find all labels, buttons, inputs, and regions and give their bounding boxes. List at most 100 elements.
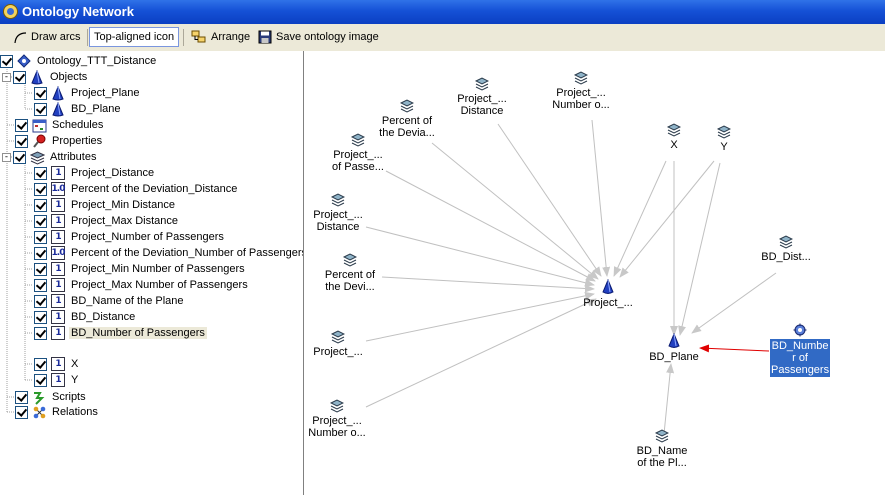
graph-node-label: Percent of the Devi...: [324, 269, 376, 293]
scripts-icon: [31, 389, 47, 405]
save-ontology-image-button[interactable]: Save ontology image: [254, 27, 383, 47]
graph-node-project-number-top[interactable]: Project_... Number o...: [550, 71, 612, 111]
collapse-toggle[interactable]: -: [2, 151, 11, 162]
tree-item-attribute[interactable]: 1 Project_Max Number of Passengers: [34, 277, 250, 293]
edge: [619, 160, 715, 278]
graph-node-label: Project_... Distance: [313, 209, 363, 233]
tree-item-attribute[interactable]: 1 BD_Name of the Plane: [34, 293, 186, 309]
graph-node-label: Project_...: [313, 346, 363, 358]
tree-item-attribute[interactable]: 1 Project_Number of Passengers: [34, 229, 226, 245]
attribute-checkbox[interactable]: [34, 326, 47, 340]
attribute-type-icon: 1.0: [50, 245, 66, 261]
top-aligned-icon-button[interactable]: Top-aligned icon: [89, 27, 179, 47]
attribute-checkbox[interactable]: [34, 357, 47, 371]
graph-node-bd-plane[interactable]: BD_Plane: [644, 333, 704, 363]
edge: [431, 142, 599, 280]
graph-node-label: Percent of the Devia...: [379, 115, 435, 139]
tree-attribute-label: Project_Max Number of Passengers: [71, 279, 248, 291]
attribute-type-icon: 1: [50, 213, 66, 229]
attribute-checkbox[interactable]: [34, 373, 47, 387]
graph-node-bd-number-selected[interactable]: BD_Numbe r of Passengers: [770, 323, 831, 377]
attribute-stack-icon: [475, 77, 489, 91]
tree-item-attribute[interactable]: 1.0 Percent of the Deviation_Number of P…: [34, 245, 303, 261]
tree-item-root[interactable]: Ontology_TTT_Distance: [0, 53, 158, 69]
attribute-checkbox[interactable]: [34, 294, 47, 308]
tree-item-properties[interactable]: Properties: [15, 133, 104, 149]
graph-node-label: Project_... Number o...: [308, 415, 366, 439]
graph-node-y[interactable]: Y: [709, 125, 739, 153]
attribute-stack-icon: [655, 429, 669, 443]
attribute-stack-icon: [717, 125, 731, 139]
tree-item-project-plane[interactable]: Project_Plane: [34, 85, 142, 101]
pin-icon: [31, 133, 47, 149]
graph-node-project-distance-left[interactable]: Project_... Distance: [308, 193, 368, 233]
graph-node-bd-name[interactable]: BD_Name of the Pl...: [632, 429, 692, 469]
graph-node-project-distance-top[interactable]: Project_... Distance: [452, 77, 512, 117]
draw-arcs-label: Draw arcs: [31, 31, 81, 43]
schedules-checkbox[interactable]: [15, 118, 28, 132]
tree-item-schedules[interactable]: Schedules: [15, 117, 105, 133]
properties-checkbox[interactable]: [15, 134, 28, 148]
tree-item-attribute[interactable]: 1 Project_Min Distance: [34, 197, 177, 213]
scripts-checkbox[interactable]: [15, 390, 28, 404]
attribute-checkbox[interactable]: [34, 214, 47, 228]
graph-node-label: Project_... of Passe...: [332, 149, 384, 173]
tree-item-bd-plane[interactable]: BD_Plane: [34, 101, 123, 117]
attribute-type-icon: 1: [50, 165, 66, 181]
bd-plane-checkbox[interactable]: [34, 102, 47, 116]
edge: [365, 298, 597, 408]
attribute-checkbox[interactable]: [34, 182, 47, 196]
attributes-checkbox[interactable]: [13, 150, 26, 164]
tree-item-attribute[interactable]: 1 Y: [34, 372, 80, 388]
tree-item-attribute[interactable]: 1 Project_Min Number of Passengers: [34, 261, 247, 277]
collapse-toggle[interactable]: -: [2, 71, 11, 82]
attribute-stack-icon: [331, 193, 345, 207]
tree-attribute-label: Project_Min Distance: [71, 199, 175, 211]
tree-item-attributes[interactable]: - Attributes: [2, 149, 98, 165]
ontology-graph[interactable]: Percent of the Devia... Project_... Dist…: [304, 51, 885, 495]
tree-item-attribute-selected[interactable]: 1 BD_Number of Passengers: [34, 325, 207, 341]
tree-item-attribute[interactable]: 1 Project_Distance: [34, 165, 156, 181]
tree-item-relations[interactable]: Relations: [15, 404, 100, 420]
attribute-checkbox[interactable]: [34, 278, 47, 292]
attribute-checkbox[interactable]: [34, 310, 47, 324]
draw-arcs-button[interactable]: Draw arcs: [9, 27, 85, 47]
attribute-type-badge: 1: [51, 357, 65, 371]
attribute-type-badge: 1: [51, 262, 65, 276]
top-aligned-icon-label: Top-aligned icon: [94, 31, 175, 43]
selected-edge: [699, 344, 770, 353]
graph-node-project-passe[interactable]: Project_... of Passe...: [328, 133, 388, 173]
tree-item-scripts[interactable]: Scripts: [15, 389, 88, 405]
graph-node-percent-dev-num[interactable]: Percent of the Devi...: [320, 253, 380, 293]
graph-node-bd-dist[interactable]: BD_Dist...: [756, 235, 816, 263]
tree-objects-label: Objects: [50, 71, 88, 83]
tree-item-attribute[interactable]: 1 X: [34, 356, 80, 372]
tree-attributes-label: Attributes: [50, 151, 97, 163]
tree-item-attribute[interactable]: 1.0 Percent of the Deviation_Distance: [34, 181, 239, 197]
layers-icon: [29, 149, 45, 165]
tree-item-attribute[interactable]: 1 Project_Max Distance: [34, 213, 180, 229]
graph-node-project-plain[interactable]: Project_...: [308, 330, 368, 358]
graph-node-label: X: [670, 139, 678, 151]
attribute-checkbox[interactable]: [34, 246, 47, 260]
objects-checkbox[interactable]: [13, 70, 26, 84]
attribute-checkbox[interactable]: [34, 198, 47, 212]
attribute-checkbox[interactable]: [34, 230, 47, 244]
attribute-checkbox[interactable]: [34, 262, 47, 276]
tree-item-objects[interactable]: - Objects: [2, 69, 89, 85]
project-plane-checkbox[interactable]: [34, 86, 47, 100]
tree-relations-label: Relations: [52, 406, 98, 418]
relations-checkbox[interactable]: [15, 405, 28, 419]
tree-item-attribute[interactable]: 1 BD_Distance: [34, 309, 137, 325]
tree-attribute-label: Project_Number of Passengers: [71, 231, 224, 243]
attribute-checkbox[interactable]: [34, 166, 47, 180]
arrange-button[interactable]: Arrange: [187, 27, 254, 47]
tree-scripts-label: Scripts: [52, 391, 86, 403]
graph-node-percent-dev-distance[interactable]: Percent of the Devia...: [377, 99, 437, 139]
attribute-type-icon: 1: [50, 229, 66, 245]
graph-node-project-number-bottom[interactable]: Project_... Number o...: [306, 399, 368, 439]
graph-node-project-hub[interactable]: Project_...: [576, 279, 640, 309]
graph-node-x[interactable]: X: [659, 123, 689, 151]
root-checkbox[interactable]: [0, 54, 13, 68]
window-title: Ontology Network: [22, 4, 134, 19]
